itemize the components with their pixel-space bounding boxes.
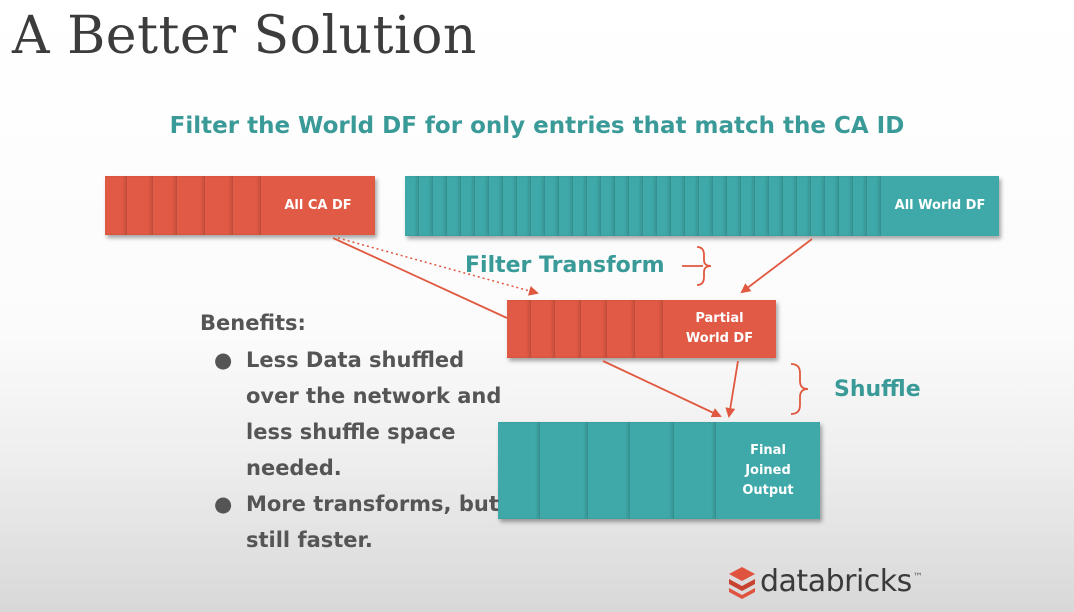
partition-cell	[615, 176, 629, 236]
final-joined-output-block: Final Joined Output	[498, 422, 820, 519]
partial-to-final-arrow-2	[725, 360, 739, 418]
partition-cell	[205, 176, 233, 235]
partition-cell	[797, 176, 811, 236]
partition-cell	[635, 300, 663, 358]
all-world-df-block: All World DF	[405, 176, 999, 236]
partial-world-df-block: Partial World DF	[507, 300, 776, 358]
logo-wordmark: databricks	[760, 564, 912, 599]
bullet-icon: ●	[214, 492, 233, 516]
partition-cell	[419, 176, 433, 236]
partition-cell	[475, 176, 489, 236]
filter-brace-icon	[696, 246, 712, 286]
partial-to-final-arrow	[602, 360, 722, 418]
benefits-heading: Benefits:	[200, 311, 306, 335]
world-partitions	[405, 176, 881, 236]
partition-cell	[629, 176, 643, 236]
partition-cell	[825, 176, 839, 236]
partition-cell	[713, 176, 727, 236]
partition-cell	[607, 300, 635, 358]
partition-cell	[867, 176, 881, 236]
all-ca-df-label-cell: All CA DF	[261, 176, 375, 235]
partition-cell	[503, 176, 517, 236]
partition-cell	[105, 176, 127, 235]
partition-cell	[433, 176, 447, 236]
partition-cell	[811, 176, 825, 236]
partition-cell	[447, 176, 461, 236]
partition-cell	[531, 176, 545, 236]
partition-cell	[127, 176, 153, 235]
benefit-text: More transforms, but still faster.	[246, 492, 499, 552]
all-world-df-label: All World DF	[894, 198, 986, 213]
final-joined-output-label-cell: Final Joined Output	[716, 422, 820, 519]
partition-cell	[153, 176, 177, 235]
all-ca-df-block: All CA DF	[105, 176, 375, 235]
partition-cell	[581, 300, 607, 358]
partition-cell	[671, 176, 685, 236]
partition-cell	[839, 176, 853, 236]
partition-cell	[461, 176, 475, 236]
partition-cell	[507, 300, 531, 358]
partition-cell	[630, 422, 674, 519]
databricks-logo: databricks™	[727, 564, 923, 599]
partition-cell	[587, 176, 601, 236]
partition-cell	[517, 176, 531, 236]
partition-cell	[588, 422, 630, 519]
databricks-stack-icon	[729, 566, 755, 599]
partition-cell	[531, 300, 555, 358]
partition-cell	[405, 176, 419, 236]
partial-world-df-label: Partial World DF	[685, 311, 754, 346]
partition-cell	[540, 422, 588, 519]
filter-transform-label: Filter Transform	[465, 253, 665, 278]
partition-cell	[559, 176, 573, 236]
partition-cell	[601, 176, 615, 236]
partition-cell	[643, 176, 657, 236]
world-to-partial-arrow	[740, 238, 813, 294]
partition-cell	[657, 176, 671, 236]
partition-cell	[853, 176, 867, 236]
partition-cell	[685, 176, 699, 236]
partition-cell	[699, 176, 713, 236]
partition-cell	[489, 176, 503, 236]
partition-cell	[755, 176, 769, 236]
benefit-item: ● Less Data shuffled over the network an…	[200, 342, 516, 486]
benefit-item: ● More transforms, but still faster.	[200, 486, 516, 558]
shuffle-label: Shuffle	[834, 377, 921, 402]
partition-cell	[573, 176, 587, 236]
trademark-mark: ™	[912, 572, 923, 583]
subtitle: Filter the World DF for only entries tha…	[169, 113, 905, 139]
all-world-df-label-cell: All World DF	[881, 176, 999, 236]
bullet-icon: ●	[214, 348, 233, 372]
logo-text: databricks™	[760, 564, 923, 599]
benefit-text: Less Data shuffled over the network and …	[246, 348, 502, 480]
slide-title: A Better Solution	[12, 6, 477, 66]
partition-cell	[769, 176, 783, 236]
all-ca-df-label: All CA DF	[284, 197, 352, 213]
partition-cell	[741, 176, 755, 236]
partition-cell	[727, 176, 741, 236]
benefits-list: Benefits: ● Less Data shuffled over the …	[200, 306, 516, 558]
partition-cell	[177, 176, 205, 235]
partition-cell	[555, 300, 581, 358]
partition-cell	[783, 176, 797, 236]
partition-cell	[233, 176, 261, 235]
final-joined-output-label: Final Joined Output	[742, 442, 794, 498]
partition-cell	[498, 422, 540, 519]
shuffle-brace-icon	[790, 363, 809, 415]
partial-world-df-label-cell: Partial World DF	[663, 300, 776, 358]
partition-cell	[674, 422, 716, 519]
partition-cell	[545, 176, 559, 236]
